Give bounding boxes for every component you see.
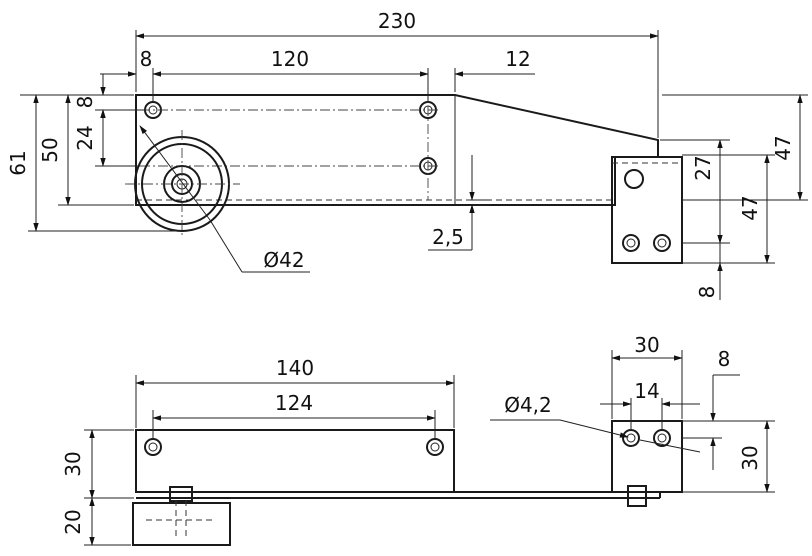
side-view: 140 124 30 20 30 14 [61,333,775,546]
dim-side-length: 140 124 [135,356,455,440]
dim-side-140-text: 140 [276,356,314,380]
bracket-top-view [611,156,683,264]
side-arm-outline [135,429,455,493]
dim-height-24-text: 24 [73,125,97,150]
dim-right-8-text: 8 [695,286,719,299]
dim-right-27-text: 27 [691,155,715,180]
dim-thickness-text: 2,5 [432,225,464,249]
dim-thickness: 2,5 [428,155,490,251]
dim-wheel-diameter-text: Ø42 [263,248,304,272]
dim-bracket-14-text: 14 [634,379,659,403]
dim-side-124-text: 124 [275,391,313,415]
dim-right-47-upper-text: 47 [771,135,795,160]
side-wheel [132,502,231,546]
dim-side-20-text: 20 [61,509,85,534]
bracket-holes [622,234,671,252]
bracket-axle-hole [624,169,644,189]
dim-bracket-height: 30 [682,420,775,493]
dim-overall-length: 230 [135,9,659,138]
dim-hole-diameter: Ø4,2 [490,393,701,453]
dim-right-heights: 47 27 47 8 [660,94,808,300]
dim-overall-length-text: 230 [378,9,416,33]
dim-bracket-8-text: 8 [718,347,731,371]
dim-hole-offset-text: 8 [140,47,153,71]
dim-wheel-diameter: Ø42 [139,125,310,273]
side-bracket [611,420,683,493]
wheel [125,130,240,238]
dim-bracket-height-text: 30 [738,445,762,470]
dim-bracket-30-text: 30 [634,333,659,357]
side-bracket-holes [622,429,671,447]
dim-side-30-text: 30 [61,451,85,476]
dim-hole-spacing-text: 120 [271,47,309,71]
top-view: 230 8 120 12 8 24 50 [6,9,808,300]
dim-height-8-text: 8 [73,96,97,109]
dim-height-50-text: 50 [38,137,62,162]
dim-hole-diameter-text: Ø4,2 [504,393,552,417]
dim-height-61-text: 61 [6,150,30,175]
dim-right-47-lower-text: 47 [738,195,762,220]
dim-left-heights: 8 24 50 61 [6,74,182,232]
dim-bracket: 30 14 8 [600,333,740,470]
dim-side-heights: 30 20 [61,429,134,546]
dim-taper-text: 12 [505,47,530,71]
side-arm-holes [144,438,444,456]
dim-hole-row: 8 120 12 [100,47,535,102]
